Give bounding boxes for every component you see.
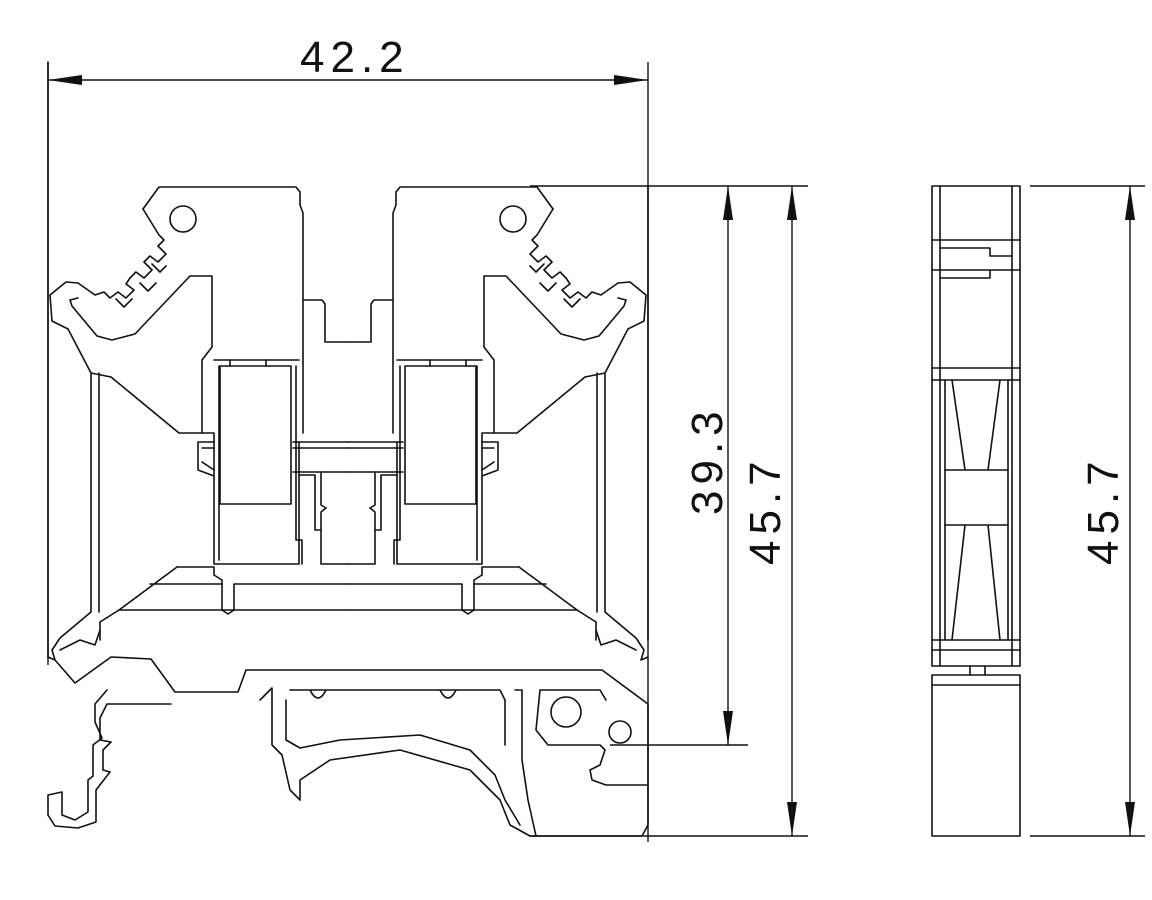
mount-hole-small — [608, 720, 632, 744]
arrow-left — [48, 75, 82, 85]
width-dimension: 42.2 — [47, 33, 649, 842]
inner-height-label: 39.3 — [683, 405, 732, 515]
clamp-screw-body — [219, 365, 292, 505]
terminal-block-side-view: 45.7 — [931, 185, 1145, 837]
upper-housing-left — [47, 186, 349, 661]
din-rail-foot — [47, 656, 649, 837]
mount-hole — [550, 696, 582, 728]
screw-hole — [169, 205, 197, 233]
arrow-right — [614, 75, 648, 85]
height-dimensions-front: 39.3 45.7 — [530, 185, 808, 837]
side-height-label: 45.7 — [1079, 455, 1128, 565]
terminal-block-front-view — [47, 61, 649, 837]
upper-housing-right — [347, 186, 649, 661]
front-height-label: 45.7 — [741, 455, 790, 565]
width-label: 42.2 — [300, 33, 410, 82]
